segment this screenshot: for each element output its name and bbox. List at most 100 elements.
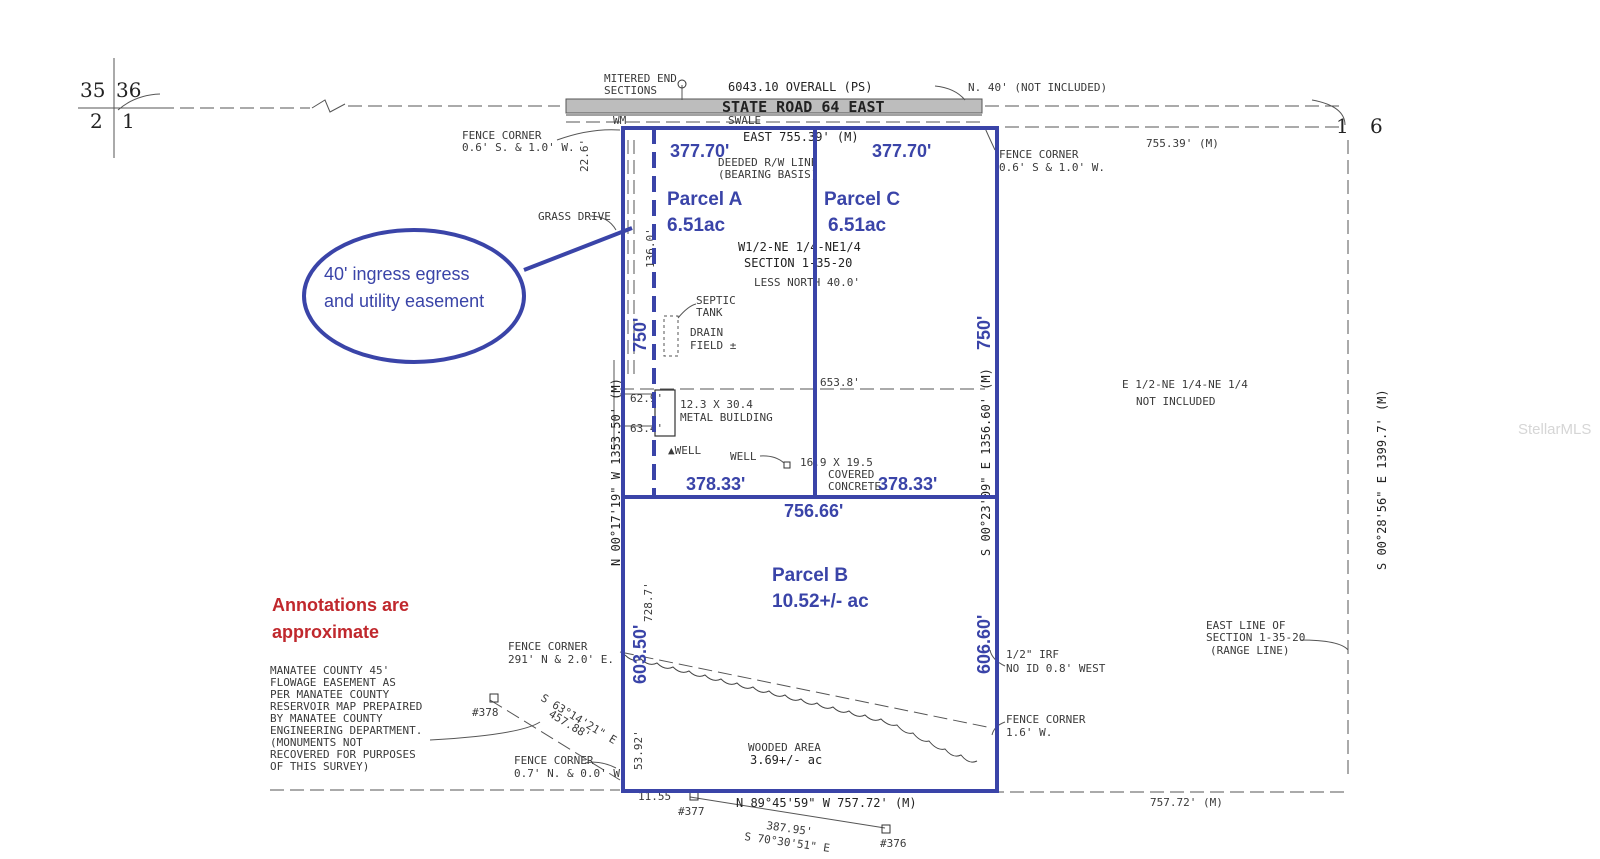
fence-corner-sw-offset: 291' N & 2.0' E. (508, 653, 614, 666)
field-label: FIELD ± (690, 339, 737, 352)
east-line-of: EAST LINE OF (1206, 619, 1285, 632)
easement-text-1: 40' ingress egress (324, 264, 470, 284)
south-line-bearing: N 89°45'59" W 757.72' (M) (736, 796, 917, 810)
easement-callout (302, 228, 526, 364)
section-1-right: 1 (1336, 114, 1349, 138)
monument-376: #376 (880, 837, 907, 850)
dim-62: 62.9' (630, 392, 663, 405)
top-dim-a: 377.70' (670, 141, 729, 161)
parcel-c-name: Parcel C (824, 189, 900, 210)
parcel-outline (621, 126, 999, 793)
section-2: 2 (90, 109, 103, 133)
west-line-bearing: N 00°17'19" W 1353.50' (M) (609, 378, 623, 566)
manatee-line: ENGINEERING DEPARTMENT. (270, 724, 422, 737)
metal-building-size: 12.3 X 30.4 (680, 398, 753, 411)
irf-offset: NO ID 0.8' WEST (1006, 662, 1106, 675)
note-text-1: Annotations are (272, 595, 409, 615)
parcel-a-name: Parcel A (667, 189, 743, 210)
section-6-right: 6 (1370, 114, 1383, 138)
section-1: 1 (122, 109, 135, 133)
note-text-2: approximate (272, 622, 379, 642)
north-line-bearing: EAST 755.39' (M) (743, 130, 859, 144)
north-line-right: 755.39' (M) (1146, 137, 1219, 150)
fence-corner-ne-offset: 0.6' S & 1.0' W. (999, 161, 1105, 174)
wooded-label: WOODED AREA (748, 741, 821, 754)
concrete-label: CONCRETE (828, 480, 881, 493)
wooded-area: 3.69+/- ac (750, 753, 822, 767)
south-line-right: 757.72' (M) (1150, 796, 1223, 809)
covered-label: COVERED (828, 468, 874, 481)
manatee-line: MANATEE COUNTY 45' (270, 664, 389, 677)
covered-size: 16.9 X 19.5 (800, 456, 873, 469)
bearing-basis: (BEARING BASIS) (718, 168, 817, 181)
sections-label: SECTIONS (604, 84, 657, 97)
parcel-b-name: Parcel B (772, 565, 848, 586)
drain-label: DRAIN (690, 326, 723, 339)
side-dim-c: 750' (974, 316, 994, 350)
septic-label: SEPTIC (696, 294, 736, 307)
dim-63: 63.4' (630, 422, 663, 435)
dim-728: 728.7' (642, 582, 655, 622)
dim-1155: 11.55 (638, 790, 671, 803)
legal-desc-1: W1/2-NE 1/4-NE1/4 (738, 240, 861, 254)
monument-378: #378 (472, 706, 499, 719)
irf-label: 1/2" IRF (1006, 648, 1059, 661)
east-half-desc: E 1/2-NE 1/4-NE 1/4 (1122, 378, 1248, 391)
easement-text-2: and utility easement (324, 291, 484, 311)
fence-corner-bl-offset: 0.7' N. & 0.0' W. (514, 767, 627, 780)
manatee-line: FLOWAGE EASEMENT AS (270, 676, 396, 689)
side-dim-b-left: 603.50' (630, 625, 650, 684)
metal-building-label: METAL BUILDING (680, 411, 773, 424)
manatee-line: RECOVERED FOR PURPOSES (270, 748, 416, 761)
manatee-note: MANATEE COUNTY 45' FLOWAGE EASEMENT AS P… (270, 664, 422, 773)
well-b-label: WELL (730, 450, 757, 463)
fence-corner-nw-offset: 0.6' S. & 1.0' W. (462, 141, 575, 154)
parcel-b-area: 10.52+/- ac (772, 591, 869, 612)
manatee-line: OF THIS SURVEY) (270, 760, 369, 773)
road-name: STATE ROAD 64 EAST (722, 98, 885, 116)
mid-dim-a: 378.33' (686, 474, 745, 494)
tank-label: TANK (696, 306, 723, 319)
fence-corner-nw: FENCE CORNER (462, 129, 542, 142)
mls-watermark: StellarMLS (1518, 421, 1591, 438)
well-a-label: ▲WELL (668, 444, 701, 457)
legal-desc-3: LESS NORTH 40.0' (754, 276, 860, 289)
manatee-line: (MONUMENTS NOT (270, 736, 363, 749)
mid-dim-c: 378.33' (878, 474, 937, 494)
overall-distance: 6043.10 OVERALL (PS) (728, 80, 873, 94)
side-dim-a: 750' (630, 318, 650, 352)
far-east-bearing: S 00°28'56" E 1399.7' (M) (1375, 389, 1389, 570)
fence-corner-se: FENCE CORNER (1006, 713, 1086, 726)
top-dim-c: 377.70' (872, 141, 931, 161)
section-35: 35 (80, 78, 105, 102)
parcel-c-area: 6.51ac (828, 215, 887, 236)
east-line-bearing: S 00°23'09" E 1356.60' (M) (979, 368, 993, 556)
survey-linework (78, 58, 1350, 834)
lower-distance: 387.95' (766, 819, 814, 838)
wm-label: WM (613, 114, 627, 127)
side-dim-b-right: 606.60' (974, 615, 994, 674)
fence-corner-ne: FENCE CORNER (999, 148, 1079, 161)
north-not-included: N. 40' (NOT INCLUDED) (968, 81, 1107, 94)
mitered-label: MITERED END (604, 72, 677, 85)
fence-corner-bl: FENCE CORNER (514, 754, 594, 767)
legal-desc-2: SECTION 1-35-20 (744, 256, 852, 270)
east-half-not-included: NOT INCLUDED (1136, 395, 1215, 408)
parcel-annotations: 377.70' 377.70' Parcel A 6.51ac Parcel C… (272, 141, 994, 684)
section-36: 36 (116, 78, 141, 102)
deeded-line: DEEDED R/W LINE (718, 156, 817, 169)
fence-corner-sw: FENCE CORNER (508, 640, 588, 653)
mid-dim-total: 756.66' (784, 501, 843, 521)
range-line: (RANGE LINE) (1210, 644, 1289, 657)
dim-5392: 53.92' (632, 730, 645, 770)
east-line-section: SECTION 1-35-20 (1206, 631, 1305, 644)
parcel-a-area: 6.51ac (667, 215, 726, 236)
grass-drive: GRASS DRIVE (538, 210, 611, 223)
manatee-line: BY MANATEE COUNTY (270, 712, 383, 725)
offset-22: 22.6' (578, 139, 591, 172)
parcel-boundaries (302, 126, 999, 793)
monument-377: #377 (678, 805, 705, 818)
dim-653: 653.8' (820, 376, 860, 389)
manatee-line: PER MANATEE COUNTY (270, 688, 390, 701)
